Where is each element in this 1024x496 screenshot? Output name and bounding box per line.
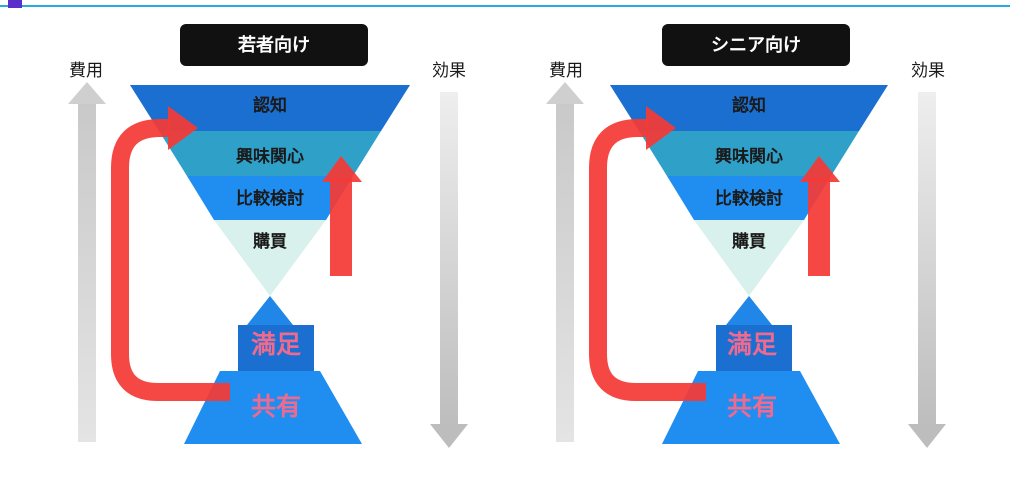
funnel-label-awareness: 認知 <box>253 95 287 116</box>
panel-title-badge: シニア向け <box>662 24 850 66</box>
funnel-stage-awareness <box>610 85 888 131</box>
top-accent-line <box>0 0 1024 8</box>
effect-axis-arrow <box>908 92 946 448</box>
funnel-stage-comparison <box>667 176 831 220</box>
effect-axis-label: 効果 <box>911 61 945 81</box>
upward-arrow <box>800 156 840 276</box>
accent-divider <box>0 5 1010 7</box>
pyramid-satisfaction <box>238 325 314 371</box>
funnel-stage-purchase <box>214 220 326 296</box>
pyramid-satisfaction <box>716 325 792 371</box>
pyramid-label-share: 共有 <box>727 392 777 421</box>
accent-marker <box>8 0 22 8</box>
panel-senior: シニア向け 費用 効果 認知 興味関心 比較検討 購買 <box>546 24 946 448</box>
upward-arrow <box>322 156 362 276</box>
funnel-label-purchase: 購買 <box>732 231 766 252</box>
funnel-label-purchase: 購買 <box>253 231 287 252</box>
funnel-label-awareness: 認知 <box>732 95 766 116</box>
cost-axis-label: 費用 <box>69 61 103 81</box>
panel-title-badge: 若者向け <box>180 24 368 66</box>
loyalty-pyramid <box>184 296 362 444</box>
cost-axis-arrow <box>68 82 106 442</box>
panel-title: シニア向け <box>711 34 801 56</box>
pyramid-tip <box>726 296 772 325</box>
loop-arrow-head <box>168 106 198 150</box>
pyramid-tip <box>247 296 293 325</box>
funnel-stage-awareness <box>130 85 410 131</box>
pyramid-label-share: 共有 <box>251 392 301 421</box>
funnel-label-comparison: 比較検討 <box>715 188 783 209</box>
cost-axis-arrow <box>546 82 584 442</box>
panel-young: 若者向け 費用 効果 認知 興味関心 比較検討 購買 <box>68 24 468 448</box>
loop-arrow-head <box>646 106 676 150</box>
cost-axis-label: 費用 <box>549 61 583 81</box>
effect-axis-label: 効果 <box>432 61 466 81</box>
loyalty-pyramid <box>662 296 840 444</box>
funnel-label-interest: 興味関心 <box>715 146 783 167</box>
loop-arrow <box>589 119 706 401</box>
panel-title: 若者向け <box>237 34 310 56</box>
purchase-funnel <box>130 85 410 296</box>
pyramid-share <box>662 371 840 444</box>
funnel-stage-comparison <box>187 176 353 220</box>
loop-arrow <box>111 119 230 401</box>
purchase-funnel <box>610 85 888 296</box>
pyramid-label-satisfaction: 満足 <box>251 330 301 359</box>
funnel-stage-interest <box>639 131 859 176</box>
effect-axis-arrow <box>430 92 468 448</box>
funnel-label-comparison: 比較検討 <box>236 188 304 209</box>
pyramid-label-satisfaction: 満足 <box>727 330 777 359</box>
funnel-stage-interest <box>159 131 381 176</box>
funnel-label-interest: 興味関心 <box>236 146 304 167</box>
funnel-stage-purchase <box>694 220 804 296</box>
